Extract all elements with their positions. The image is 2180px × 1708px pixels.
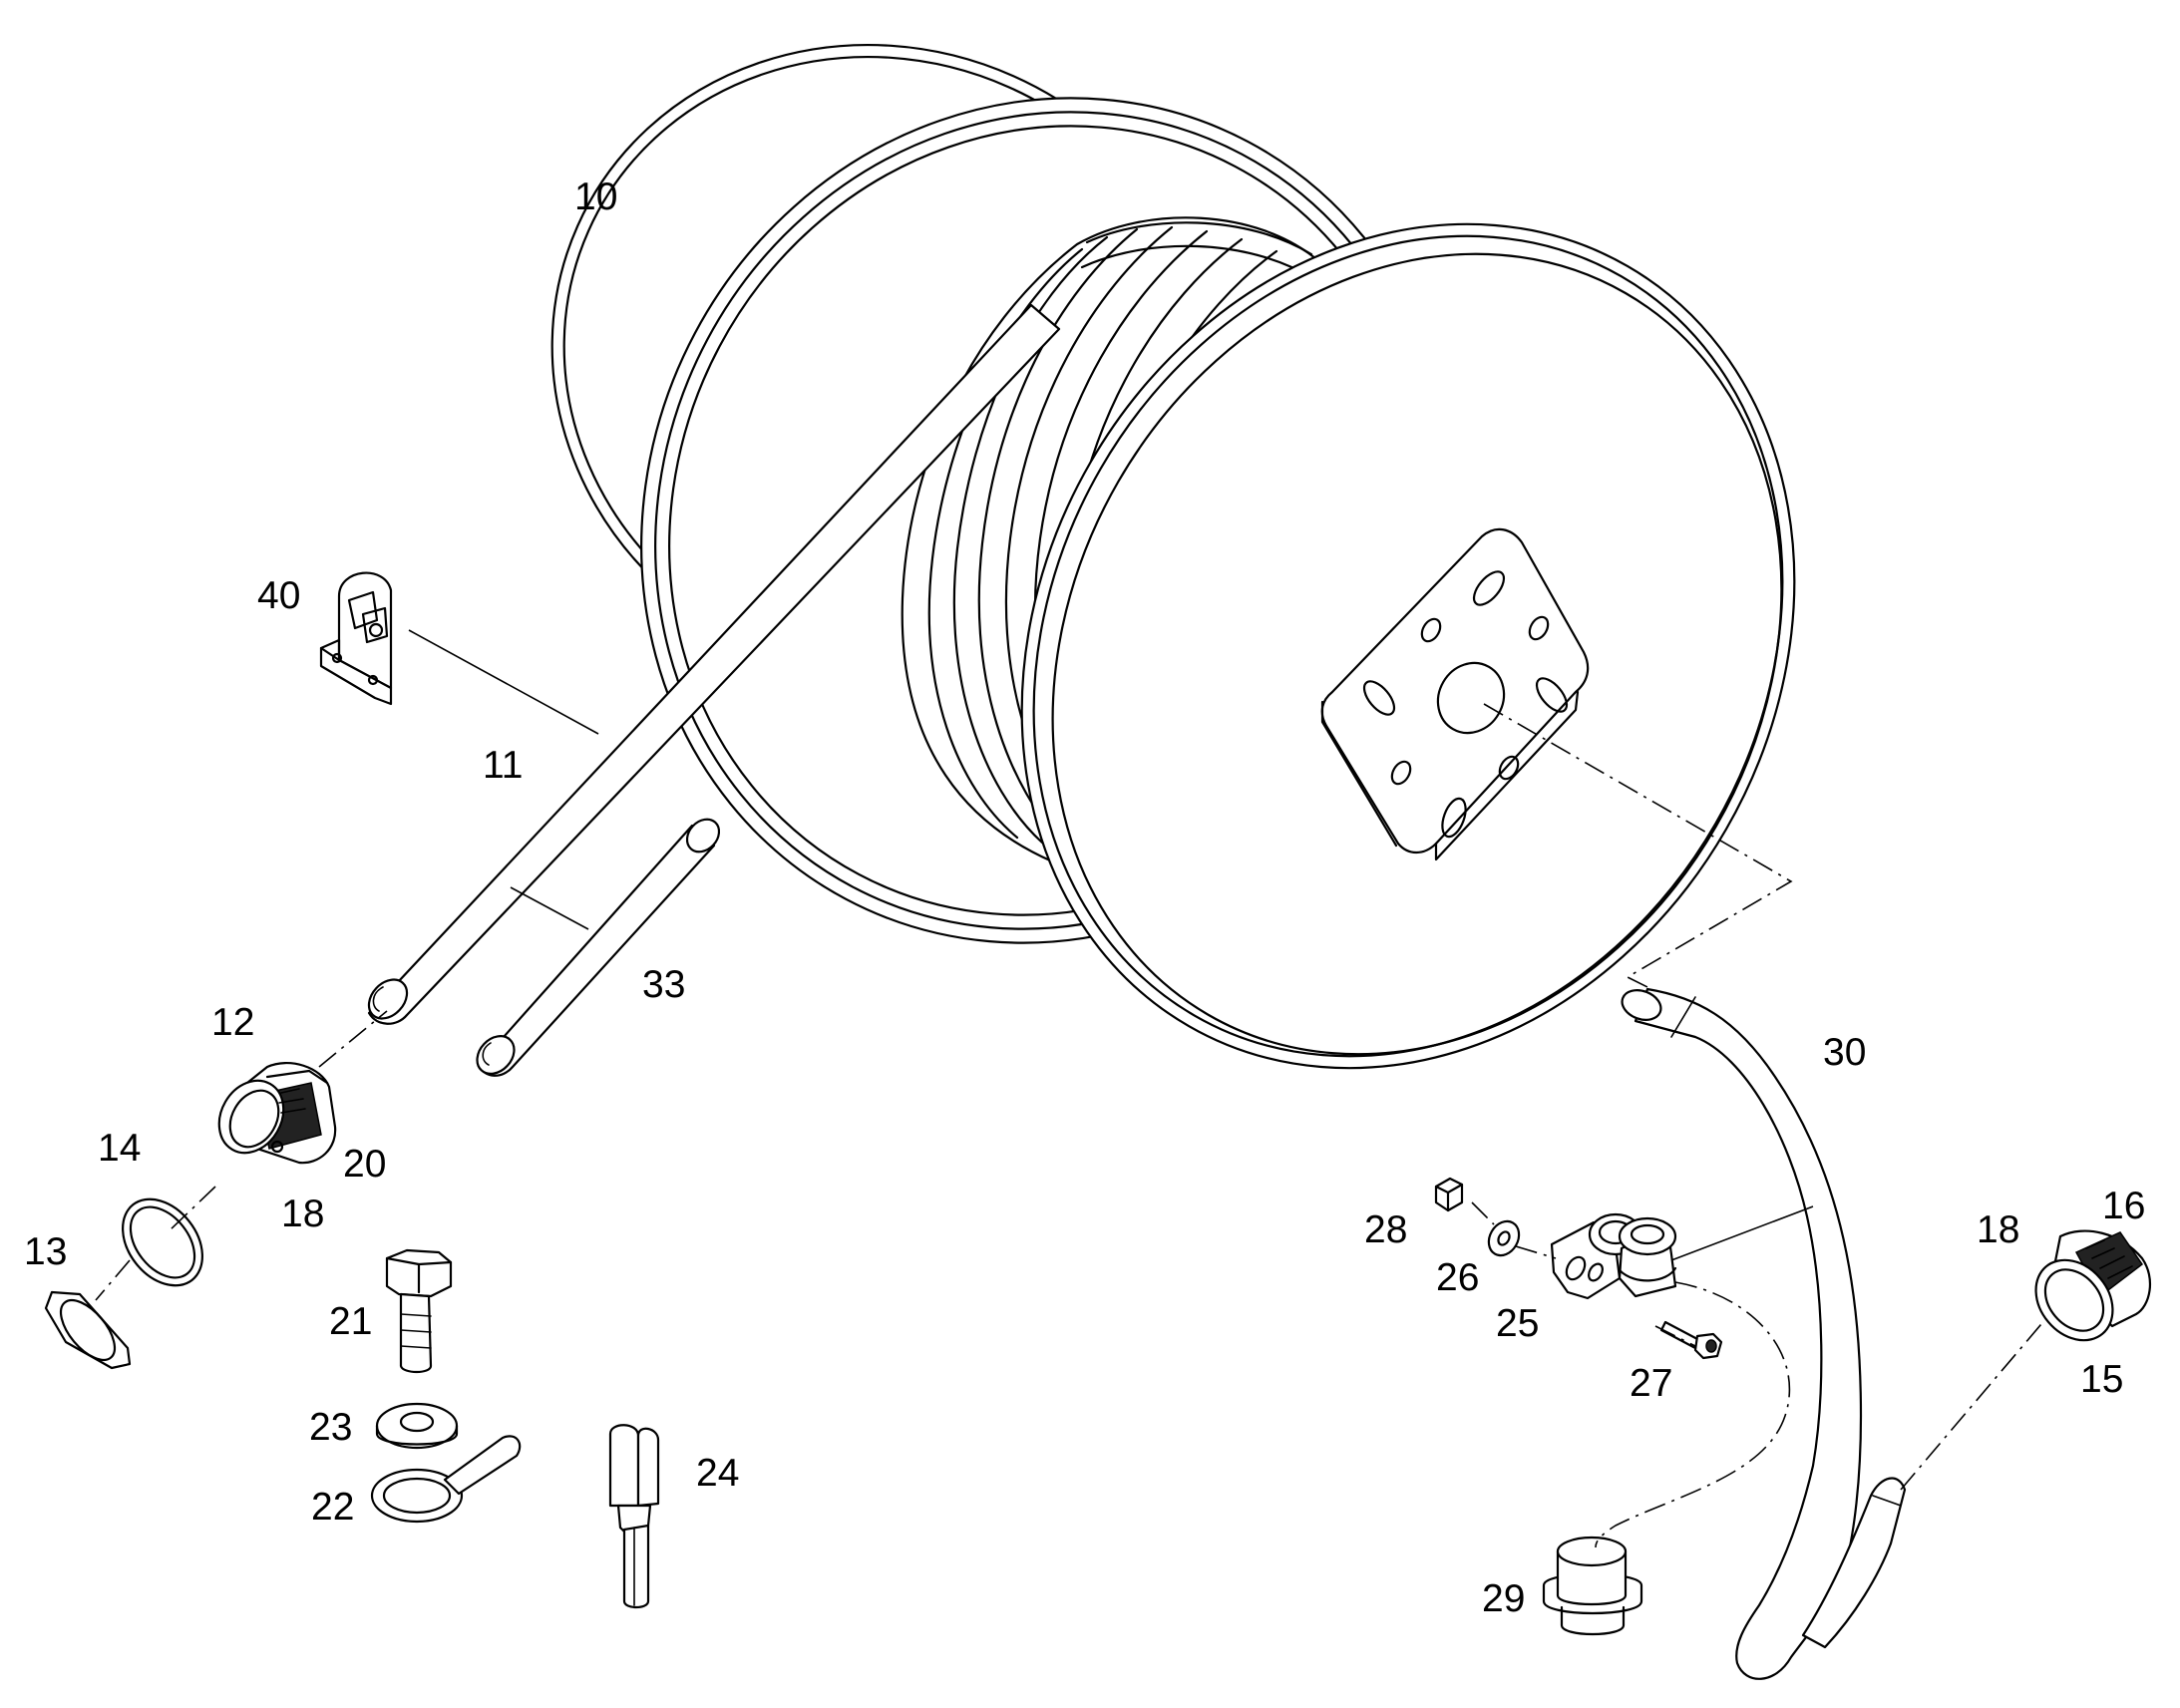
fitting-12 — [217, 1062, 337, 1165]
label-33: 33 — [642, 963, 685, 1006]
label-21: 21 — [329, 1300, 372, 1343]
part-labels: 10 11 12 13 14 15 16 18 18 20 21 22 23 2… — [24, 175, 2145, 1620]
center-lines — [95, 703, 2047, 1548]
label-22: 22 — [311, 1486, 354, 1529]
screw-27 — [1659, 1320, 1723, 1360]
label-26: 26 — [1436, 1256, 1479, 1299]
washer-23 — [375, 1402, 459, 1450]
mounting-plate — [1320, 527, 1590, 861]
tube-33 — [476, 818, 721, 1077]
label-18-left: 18 — [281, 1193, 324, 1235]
label-20: 20 — [343, 1143, 386, 1186]
ring-terminal-22 — [370, 1435, 522, 1524]
label-29: 29 — [1482, 1577, 1525, 1620]
label-14: 14 — [98, 1127, 141, 1170]
label-15: 15 — [2080, 1358, 2123, 1401]
bolt-21 — [385, 1248, 453, 1374]
nut-28 — [1434, 1177, 1464, 1212]
label-16: 16 — [2102, 1185, 2145, 1227]
washer-14 — [122, 1197, 203, 1287]
label-13: 13 — [24, 1230, 67, 1273]
label-27: 27 — [1630, 1362, 1672, 1405]
cap-29 — [1542, 1536, 1643, 1636]
fitting-16 — [2034, 1229, 2151, 1342]
leader-lines — [408, 629, 1814, 1261]
axle-tube — [367, 303, 1061, 1025]
label-12: 12 — [211, 1001, 254, 1044]
label-40: 40 — [257, 574, 300, 617]
label-18-right: 18 — [1977, 1208, 2019, 1251]
clamp-25 — [1550, 1212, 1677, 1300]
label-11: 11 — [483, 744, 524, 787]
washer-26 — [1487, 1219, 1521, 1257]
label-23: 23 — [309, 1406, 352, 1449]
flat-terminal-24 — [608, 1424, 660, 1609]
label-28: 28 — [1364, 1208, 1407, 1251]
nut-13 — [44, 1290, 132, 1370]
hose-30 — [1621, 987, 1907, 1680]
label-10: 10 — [574, 175, 617, 218]
label-24: 24 — [696, 1452, 739, 1495]
label-30: 30 — [1823, 1031, 1866, 1074]
bracket-40 — [319, 571, 393, 706]
label-25: 25 — [1496, 1302, 1539, 1345]
